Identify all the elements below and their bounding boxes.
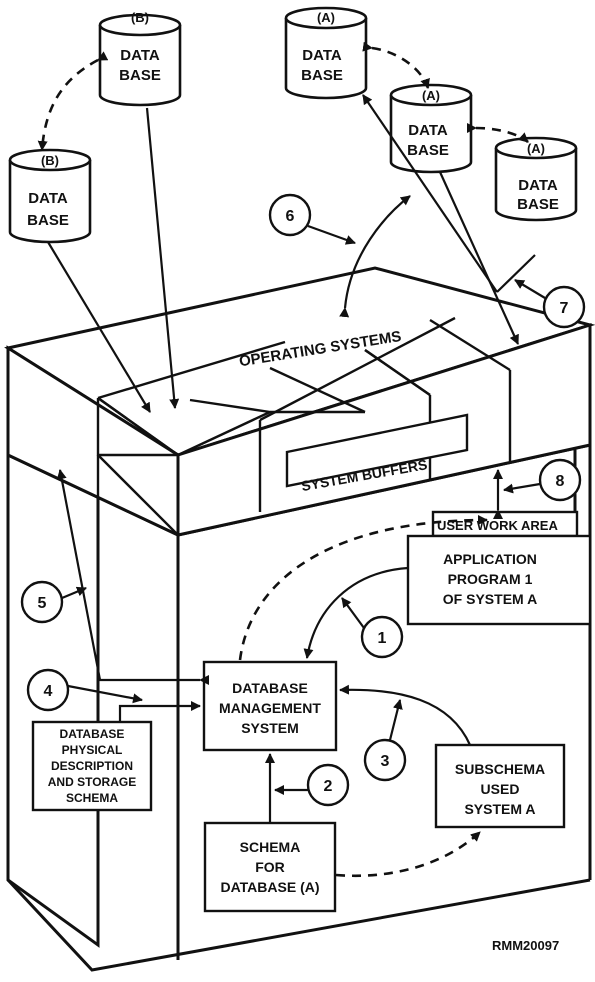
dbms-to-buffers-arrow	[56, 469, 209, 685]
database-tag: (B)	[131, 10, 149, 25]
svg-text:8: 8	[556, 473, 565, 490]
callout-1: 1	[341, 597, 404, 659]
database-tag: (A)	[422, 88, 440, 103]
callout-3: 3	[363, 699, 407, 782]
phys-line-3: DESCRIPTION	[51, 759, 133, 773]
arrow-db-a-mid	[438, 171, 520, 345]
database-tag: (A)	[317, 10, 335, 25]
svg-text:6: 6	[286, 208, 295, 225]
phys-line-4: AND STORAGE	[48, 775, 136, 789]
database-line1: DATA	[408, 122, 448, 139]
svg-text:3: 3	[381, 753, 390, 770]
callout-2: 2	[274, 763, 350, 807]
dashed-link-a1	[362, 41, 430, 89]
subschema-line-2: USED	[481, 781, 520, 797]
subschema-line-3: SYSTEM A	[464, 801, 535, 817]
database-line1: DATA	[518, 177, 558, 194]
schema-line-1: SCHEMA	[240, 839, 301, 855]
phys-to-dbms-arrow	[118, 701, 201, 722]
svg-text:4: 4	[44, 683, 53, 700]
app-to-dbms-arrow	[303, 566, 409, 659]
database-line1: DATA	[28, 190, 68, 207]
schema-line-3: DATABASE (A)	[220, 879, 319, 895]
app-line-2: PROGRAM 1	[448, 571, 533, 587]
phys-line-5: SCHEMA	[66, 791, 118, 805]
arrow-db-a-right	[496, 254, 536, 293]
figure-id: RMM20097	[492, 938, 559, 953]
callout-4: 4	[26, 668, 143, 712]
callout-7: 7	[514, 279, 586, 329]
database-line1: DATA	[302, 47, 342, 64]
svg-text:2: 2	[324, 778, 333, 795]
database-line2: BASE	[119, 67, 161, 84]
user-work-area: USER WORK AREA	[431, 510, 579, 538]
schema-line-2: FOR	[255, 859, 285, 875]
os-to-db-curve	[339, 195, 411, 318]
database-a-mid: (A) DATA BASE	[389, 83, 473, 174]
arrow-db-b-top	[145, 107, 180, 409]
application-program-box: APPLICATION PROGRAM 1 OF SYSTEM A	[406, 534, 592, 626]
database-line2: BASE	[27, 212, 69, 229]
callout-5: 5	[20, 580, 87, 624]
phys-line-1: DATABASE	[60, 727, 125, 741]
database-tag: (B)	[41, 153, 59, 168]
database-a-top: (A) DATA BASE	[284, 6, 368, 100]
user-work-area-label: USER WORK AREA	[437, 518, 558, 533]
database-a-right: (A) DATA BASE	[494, 136, 578, 222]
dashed-link-a2	[466, 122, 529, 144]
arrow-db-a-top	[362, 94, 498, 293]
database-tag: (A)	[527, 141, 545, 156]
callout-6: 6	[268, 193, 356, 245]
dbms-line-1: DATABASE	[232, 680, 308, 696]
database-line2: BASE	[301, 67, 343, 84]
phys-line-2: PHYSICAL	[62, 743, 123, 757]
schema-to-subschema-dashed	[335, 831, 481, 878]
database-line1: DATA	[120, 47, 160, 64]
dbms-box: DATABASE MANAGEMENT SYSTEM	[202, 660, 338, 752]
app-line-3: OF SYSTEM A	[443, 591, 537, 607]
database-b-top: (B) DATA BASE	[98, 10, 182, 107]
svg-text:1: 1	[378, 630, 387, 647]
subschema-box: SUBSCHEMA USED SYSTEM A	[434, 743, 566, 829]
database-line2: BASE	[407, 142, 449, 159]
database-b-left: (B) DATA BASE	[8, 148, 92, 244]
svg-text:5: 5	[38, 595, 47, 612]
dbms-line-2: MANAGEMENT	[219, 700, 321, 716]
subschema-line-1: SUBSCHEMA	[455, 761, 545, 777]
app-line-1: APPLICATION	[443, 551, 537, 567]
arrow-db-b-left	[47, 241, 151, 413]
database-line2: BASE	[517, 196, 559, 213]
callout-8: 8	[503, 458, 582, 502]
schema-box: SCHEMA FOR DATABASE (A)	[203, 821, 337, 913]
svg-text:7: 7	[560, 300, 569, 317]
dashed-link-b	[37, 51, 109, 151]
subschema-to-dbms-arrow	[339, 684, 472, 746]
dbms-line-3: SYSTEM	[241, 720, 299, 736]
physical-description-box: DATABASE PHYSICAL DESCRIPTION AND STORAG…	[31, 720, 153, 812]
operating-systems-block: OPERATING SYSTEMS	[4, 266, 595, 538]
